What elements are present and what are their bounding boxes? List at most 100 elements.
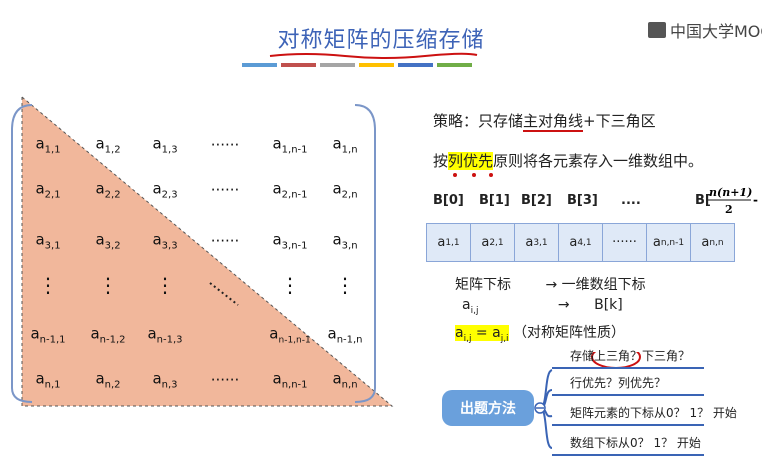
matrix-cell-subscript: 3,2 (104, 240, 121, 252)
matrix-cell: a1,1 (35, 135, 60, 156)
mindmap-root[interactable]: 出题方法 (442, 390, 534, 426)
matrix-cell: an,1 (35, 370, 60, 391)
matrix-cell-base: a (35, 134, 45, 153)
matrix-cell-base: ⋮ (335, 273, 355, 297)
array-cell-subscript: n,n (709, 237, 724, 248)
matrix-cell-subscript: 2,n-1 (281, 189, 308, 201)
array-index-label: B[1] (479, 193, 510, 208)
matrix-cell-base: a (90, 324, 100, 343)
slide-title: 对称矩阵的压缩存储 (277, 28, 485, 53)
matrix-cell-base: a (332, 134, 342, 153)
mapping-arrow: → (557, 297, 570, 313)
matrix-cell: an-1,1 (30, 325, 65, 346)
svg-text:-: - (753, 193, 758, 207)
array-cell-subscript: 1,1 (445, 237, 460, 248)
eq-left: a (455, 325, 464, 341)
mindmap-item[interactable]: 数组下标从0？ 1？ 开始 (570, 436, 701, 450)
element-a: a (462, 297, 471, 313)
eq-right-sub: j,i (500, 333, 509, 344)
matrix-cell: a1,3 (152, 135, 177, 156)
matrix-cell-base: a (332, 179, 342, 198)
matrix-cell: an,3 (152, 370, 177, 391)
mindmap-item-underline (552, 367, 704, 369)
matrix-cell-base: a (272, 230, 282, 249)
array-cell-subscript: n,n-1 (660, 237, 685, 248)
matrix-cell-subscript: 2,1 (44, 189, 61, 201)
matrix-cell-subscript: n-1,1 (39, 334, 66, 346)
matrix-cell: a2,3 (152, 180, 177, 201)
eq-right: = a (471, 325, 501, 341)
matrix-cell-base: ⋮ (155, 273, 175, 297)
matrix-cell: a1,n (332, 135, 357, 156)
matrix-cell-base: a (95, 230, 105, 249)
svg-text:2: 2 (725, 203, 733, 216)
array-cell-base: a (569, 235, 578, 250)
matrix-cell-subscript: 1,3 (161, 144, 178, 156)
array-index-label: B[0] (433, 193, 464, 208)
matrix-cell-subscript: n-1,n (336, 334, 363, 346)
matrix-cell-subscript: 1,n-1 (281, 144, 308, 156)
matrix-subscript-label: 矩阵下标 (455, 277, 511, 293)
watermark-text: 中国大学MOC (670, 22, 762, 41)
mindmap-item-underline (552, 394, 704, 396)
matrix-cell: ⋮ (155, 273, 175, 297)
array-cell-subscript: 3,1 (533, 237, 548, 248)
mindmap-item[interactable]: 矩阵元素的下标从0？ 1？ 开始 (570, 406, 737, 420)
matrix-cell: a1,2 (95, 135, 120, 156)
color-bar-segment (281, 63, 316, 67)
matrix-cell-base: a (35, 230, 45, 249)
matrix-cell: an-1,2 (90, 325, 125, 346)
matrix-cell-base: a (95, 134, 105, 153)
matrix-cell-base: a (272, 179, 282, 198)
last-index-fraction: n(n+1) 2 - (708, 186, 758, 216)
array-cell-subscript: 4,1 (577, 237, 592, 248)
matrix-cell-subscript: 3,n-1 (281, 240, 308, 252)
matrix-cell-base: a (30, 324, 40, 343)
matrix-cell-base: ······ (210, 232, 240, 250)
mindmap-item[interactable]: 行优先？列优先？ (570, 376, 667, 390)
array-cell-base: ······ (612, 235, 637, 250)
array-element-bk: B[k] (594, 297, 623, 313)
matrix-cell: a2,n-1 (272, 180, 307, 201)
matrix-cell: a3,n (332, 231, 357, 252)
color-bar (242, 63, 472, 67)
matrix-cell-base: a (147, 324, 157, 343)
element-a-sub: i,j (470, 305, 479, 316)
matrix-cell-subscript: n,3 (161, 379, 178, 391)
matrix-cell-subscript: n-1,3 (156, 334, 183, 346)
mindmap-item-underline (552, 454, 704, 456)
matrix-cell-subscript: 1,n (341, 144, 358, 156)
matrix-cell: a2,2 (95, 180, 120, 201)
matrix-cell-base: ······ (210, 371, 240, 389)
strategy-suffix: +下三角区 (583, 112, 656, 130)
colfirst-suffix: 原则将各元素存入一维数组中。 (493, 152, 704, 170)
matrix-cell: an,n (332, 370, 357, 391)
strategy-diagonal: 主对角线 (523, 112, 584, 132)
matrix-cell: ⋮ (335, 273, 355, 297)
emphasis-dots (453, 173, 493, 177)
mindmap-item[interactable]: 存储上三角？下三角？ (570, 349, 691, 363)
matrix-cell: an,2 (95, 370, 120, 391)
matrix-cell: a2,n (332, 180, 357, 201)
colfirst-prefix: 按 (433, 152, 449, 170)
matrix-cell: a3,2 (95, 231, 120, 252)
matrix-cell-subscript: n-1,n-1 (278, 335, 311, 346)
color-bar-segment (437, 63, 472, 67)
matrix-cell-subscript: n,n (341, 379, 358, 391)
matrix-cell: an-1,3 (147, 325, 182, 346)
matrix-cell-subscript: 2,2 (104, 189, 121, 201)
watermark: 中国大学MOC (648, 18, 762, 42)
matrix-cell-base: a (272, 369, 282, 388)
matrix-cell: an-1,n-1 (269, 325, 310, 346)
matrix-cell: ⋮ (280, 273, 300, 297)
matrix-cell-subscript: n,1 (44, 379, 61, 391)
matrix-cell-base: ······ (210, 181, 240, 199)
matrix-cell: an-1,n (327, 325, 362, 346)
array-cell: ······ (603, 224, 647, 261)
matrix-cell: a3,1 (35, 231, 60, 252)
matrix-cell-subscript: 1,1 (44, 144, 61, 156)
matrix-cell-subscript: n-1,2 (99, 334, 126, 346)
array-cell-base: a (481, 235, 490, 250)
